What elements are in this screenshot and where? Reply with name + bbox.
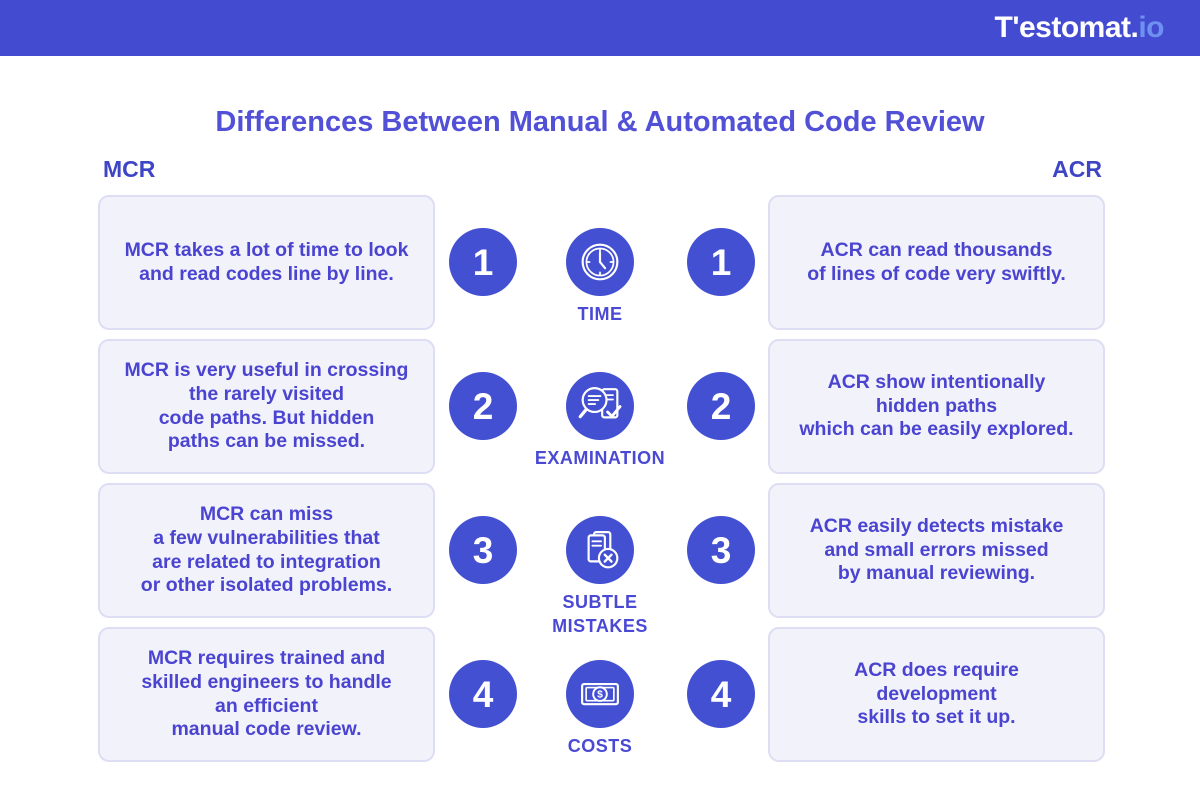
column-label-acr: ACR	[1052, 156, 1102, 182]
row-number: 2	[710, 385, 732, 427]
mcr-card: MCR is very useful in crossing the rarel…	[98, 339, 435, 474]
logo-text: T'estomat.	[994, 11, 1139, 44]
row-number-badge: 2	[449, 372, 517, 440]
row-number-badge: 2	[687, 372, 755, 440]
row-number: 4	[710, 673, 732, 715]
document-error-icon	[566, 516, 634, 584]
page-title: Differences Between Manual & Automated C…	[215, 106, 985, 138]
header-bar: T'estomat.io	[0, 0, 1200, 56]
row-number: 1	[710, 241, 732, 283]
category-label: EXAMINATION	[534, 448, 666, 468]
category-label: SUBTLE MISTAKES	[552, 592, 648, 637]
row-number-badge: 3	[687, 516, 755, 584]
comparison-row-time: MCR takes a lot of time to look and read…	[0, 195, 1200, 330]
acr-card: ACR does require development skills to s…	[768, 627, 1105, 762]
comparison-row-subtle-mistakes: MCR can miss a few vulnerabilities that …	[0, 483, 1200, 636]
row-number: 4	[472, 673, 494, 715]
row-number-badge: 4	[449, 660, 517, 728]
acr-card: ACR can read thousands of lines of code …	[768, 195, 1105, 330]
column-label-mcr: MCR	[103, 156, 156, 182]
row-number-badge: 1	[687, 228, 755, 296]
row-number-badge: 3	[449, 516, 517, 584]
acr-card: ACR easily detects mistake and small err…	[768, 483, 1105, 618]
row-number: 2	[472, 385, 494, 427]
clock-icon	[566, 228, 634, 296]
logo: T'estomat.io	[995, 11, 1165, 45]
row-number: 1	[472, 241, 494, 283]
comparison-row-examination: MCR is very useful in crossing the rarel…	[0, 339, 1200, 474]
row-number: 3	[472, 529, 494, 571]
row-number: 3	[710, 529, 732, 571]
money-icon: $	[566, 660, 634, 728]
mcr-card: MCR can miss a few vulnerabilities that …	[98, 483, 435, 618]
category-label: TIME	[577, 304, 623, 324]
mcr-card: MCR requires trained and skilled enginee…	[98, 627, 435, 762]
row-number-badge: 4	[687, 660, 755, 728]
svg-text:$: $	[597, 690, 603, 701]
acr-card: ACR show intentionally hidden paths whic…	[768, 339, 1105, 474]
magnifier-document-icon	[566, 372, 634, 440]
comparison-row-costs: MCR requires trained and skilled enginee…	[0, 627, 1200, 762]
row-number-badge: 1	[449, 228, 517, 296]
logo-suffix: io	[1138, 11, 1164, 44]
category-label: COSTS	[567, 736, 633, 756]
mcr-card: MCR takes a lot of time to look and read…	[98, 195, 435, 330]
